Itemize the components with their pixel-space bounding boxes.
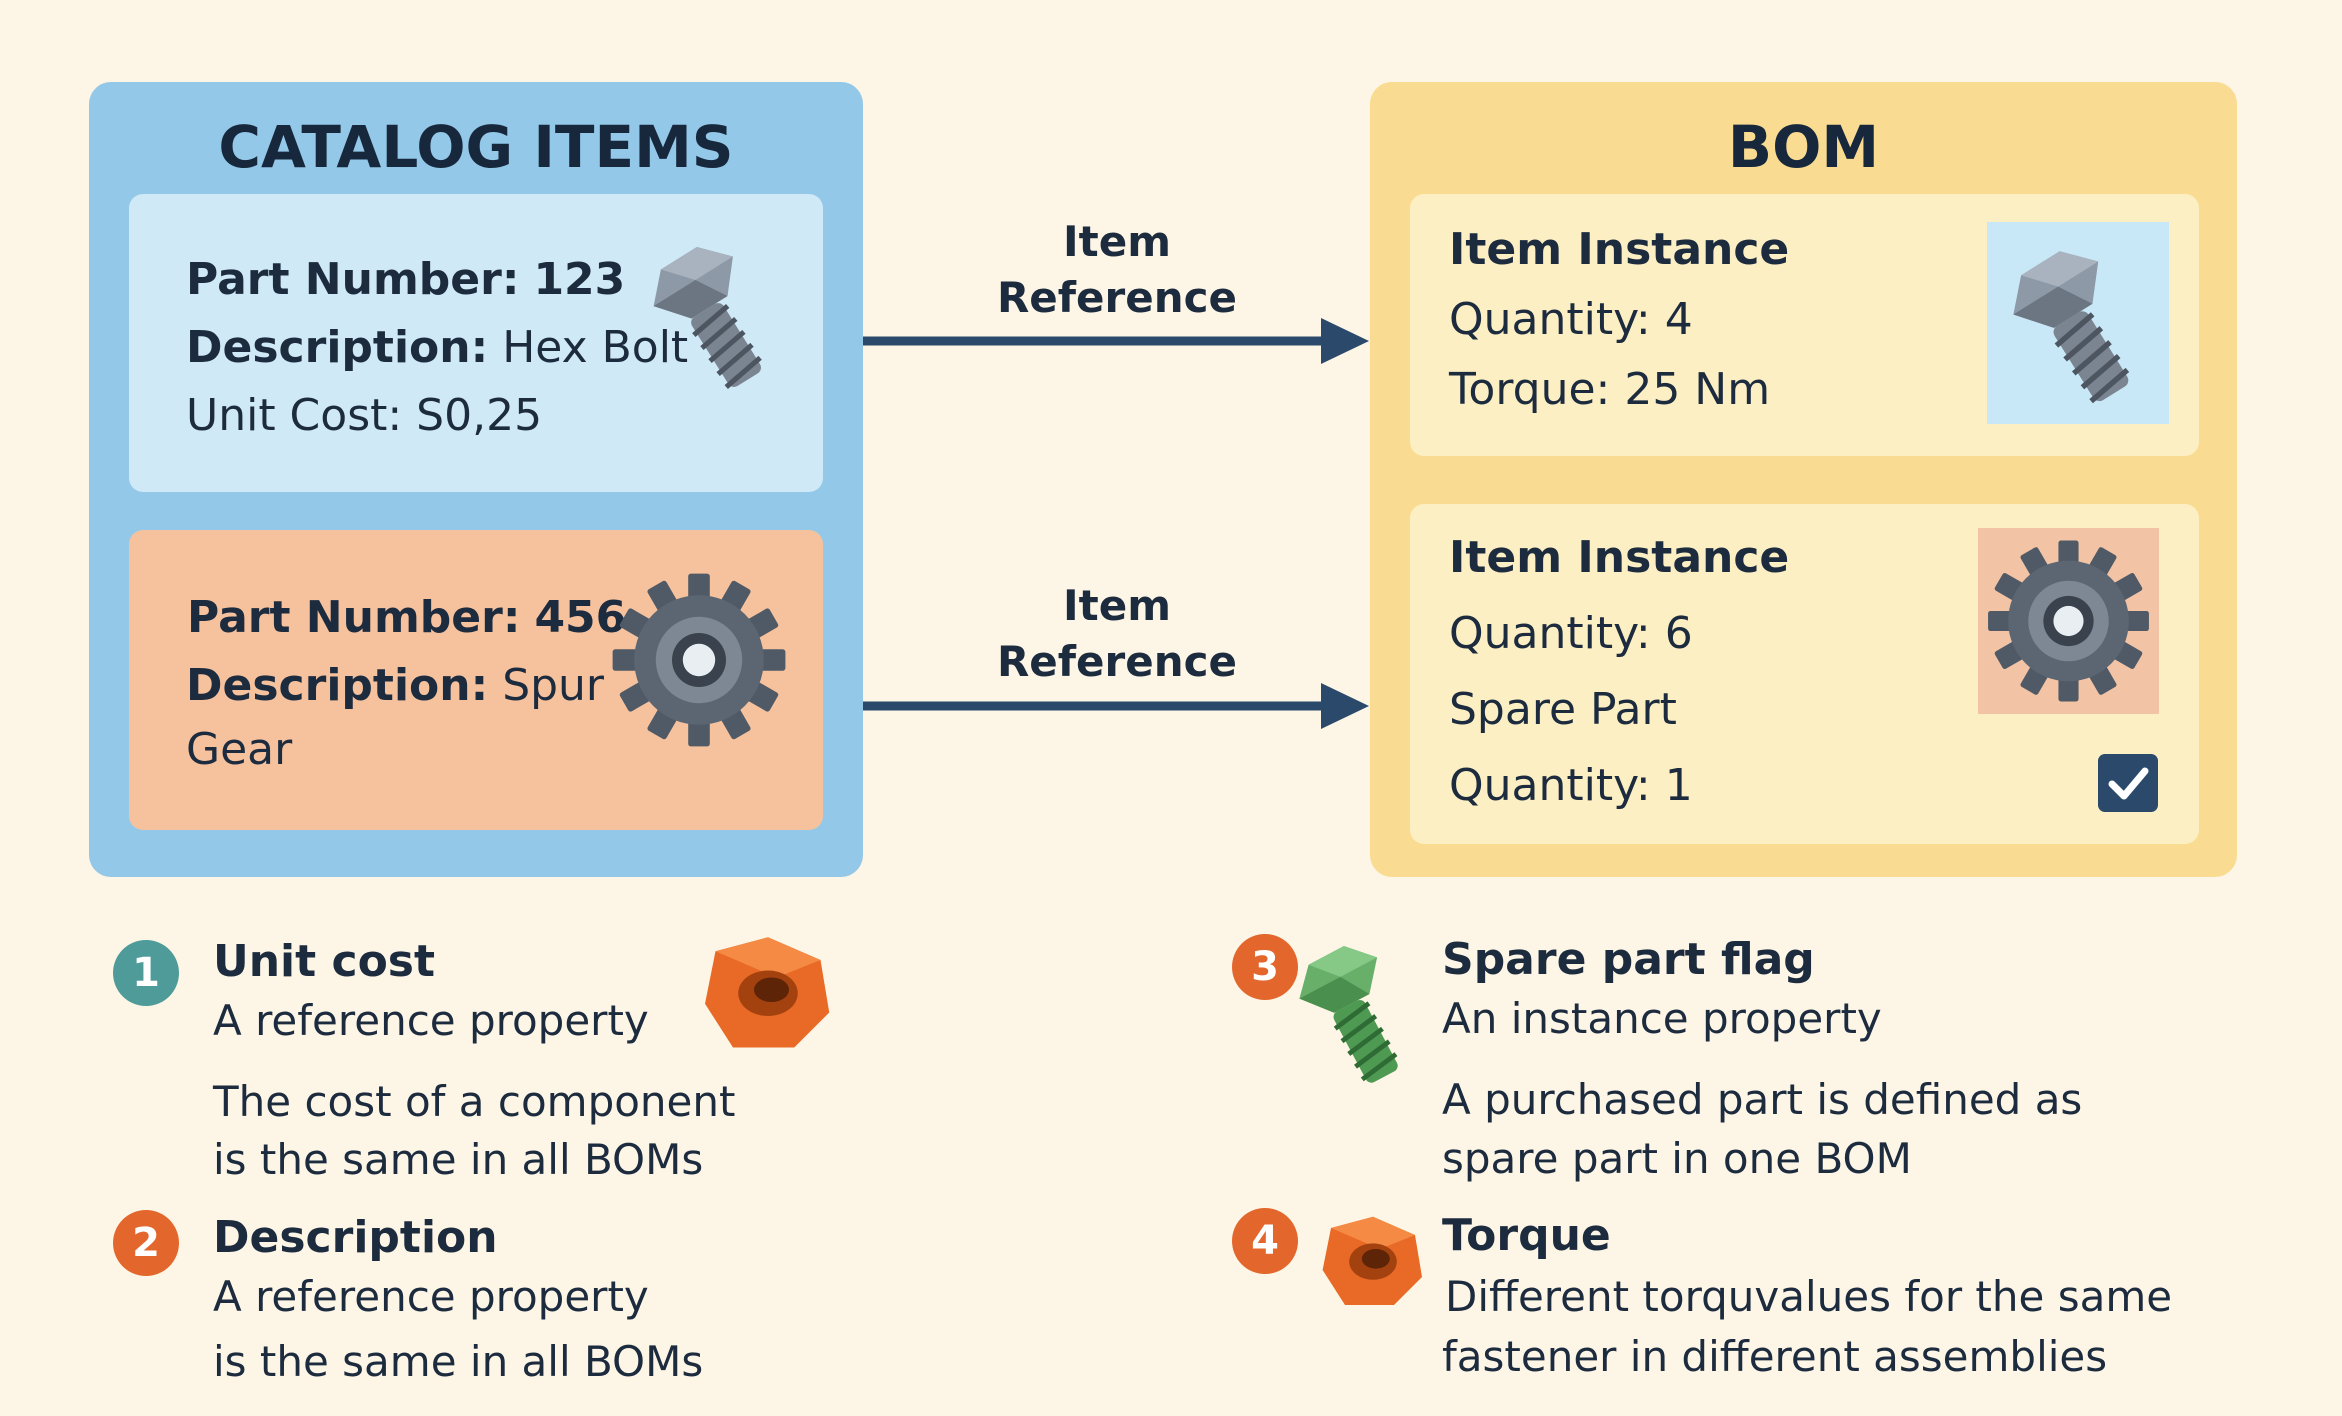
note-text-line: spare part in one BOM [1442,1134,1912,1183]
item-reference-label: Item Reference [967,578,1267,690]
reference-label-line: Item [1063,217,1171,266]
part-number-label: Part Number: [187,592,521,643]
description-label: Description: [186,660,489,711]
note-subtitle: A reference property [213,996,649,1045]
item-instance-title: Item Instance [1449,224,1790,275]
note-title: Torque [1442,1210,1611,1261]
checkmark-icon [2108,767,2149,800]
note-title: Description [213,1212,498,1263]
bom-panel-title: BOM [1727,113,1880,181]
note-text-line: fastener in different assemblies [1442,1332,2108,1381]
orange-nut-icon [705,937,830,1048]
note-text-line: A purchased part is defined as [1442,1075,2083,1124]
note-number-badge: 2 [113,1210,179,1276]
quantity-line: Quantity: 6 [1449,608,1693,659]
note-number-badge: 1 [113,940,179,1006]
torque-line: Torque: 25 Nm [1449,364,1771,415]
spur-gear-icon [612,573,786,747]
hex-bolt-icon [629,229,799,399]
quantity-line: Quantity: 4 [1449,294,1693,345]
catalog-item-card: Part Number: 456 Description: Spur Gear [129,530,823,830]
green-bolt-icon [1299,945,1398,1083]
item-instance-title: Item Instance [1449,532,1790,583]
description-line: Description: Spur [186,660,604,711]
spur-gear-icon [1988,540,2149,702]
catalog-panel-title: CATALOG ITEMS [218,113,734,181]
spare-quantity-line: Quantity: 1 [1449,760,1693,811]
note-number-badge: 3 [1232,934,1298,1000]
instance-thumbnail [1987,222,2169,424]
description-label: Description: [186,322,489,373]
note-number-badge: 4 [1232,1208,1298,1274]
note-subtitle: A reference property [213,1272,649,1321]
description-line: Description: Hex Bolt [186,322,688,373]
part-number-label: Part Number: [186,254,520,305]
item-reference-arrow [863,318,1369,364]
item-reference-label: Item Reference [967,214,1267,326]
description-value-continued: Gear [186,724,293,775]
bom-panel: BOM Item Instance Quantity: 4 Torque: 25… [1370,82,2237,877]
reference-label-line: Reference [996,273,1238,322]
item-reference-arrow [863,683,1369,729]
note-subtitle: An instance property [1442,994,1882,1043]
note-text-line: is the same in all BOMs [213,1135,704,1184]
unit-cost-line: Unit Cost: S0,25 [186,390,543,441]
note-title: Spare part flag [1442,934,1815,985]
note-text-line: Different torquvalues for the same [1445,1272,2173,1321]
part-number-line: Part Number: 123 [186,254,625,305]
note-text-line: The cost of a component [213,1077,736,1126]
part-number-value: 456 [534,592,627,643]
reference-label-line: Item [1063,581,1171,630]
description-value: Spur [502,660,605,711]
item-instance-card: Item Instance Quantity: 6 Spare Part Qua… [1410,504,2199,844]
item-instance-card: Item Instance Quantity: 4 Torque: 25 Nm [1410,194,2199,456]
spare-part-checkbox[interactable] [2098,754,2158,812]
description-value: Hex Bolt [502,322,689,373]
part-number-line: Part Number: 456 [187,592,626,643]
note-title: Unit cost [213,936,436,987]
orange-nut-icon [1322,1216,1422,1305]
note-text-line: is the same in all BOMs [213,1337,704,1386]
reference-label-line: Reference [996,637,1238,686]
hex-bolt-icon [1987,222,2169,424]
catalog-items-panel: CATALOG ITEMS Part Number: 123 Descripti… [89,82,863,877]
spare-part-label: Spare Part [1449,684,1677,735]
catalog-item-card: Part Number: 123 Description: Hex Bolt U… [129,194,823,492]
part-number-value: 123 [533,254,626,305]
instance-thumbnail [1978,528,2159,714]
